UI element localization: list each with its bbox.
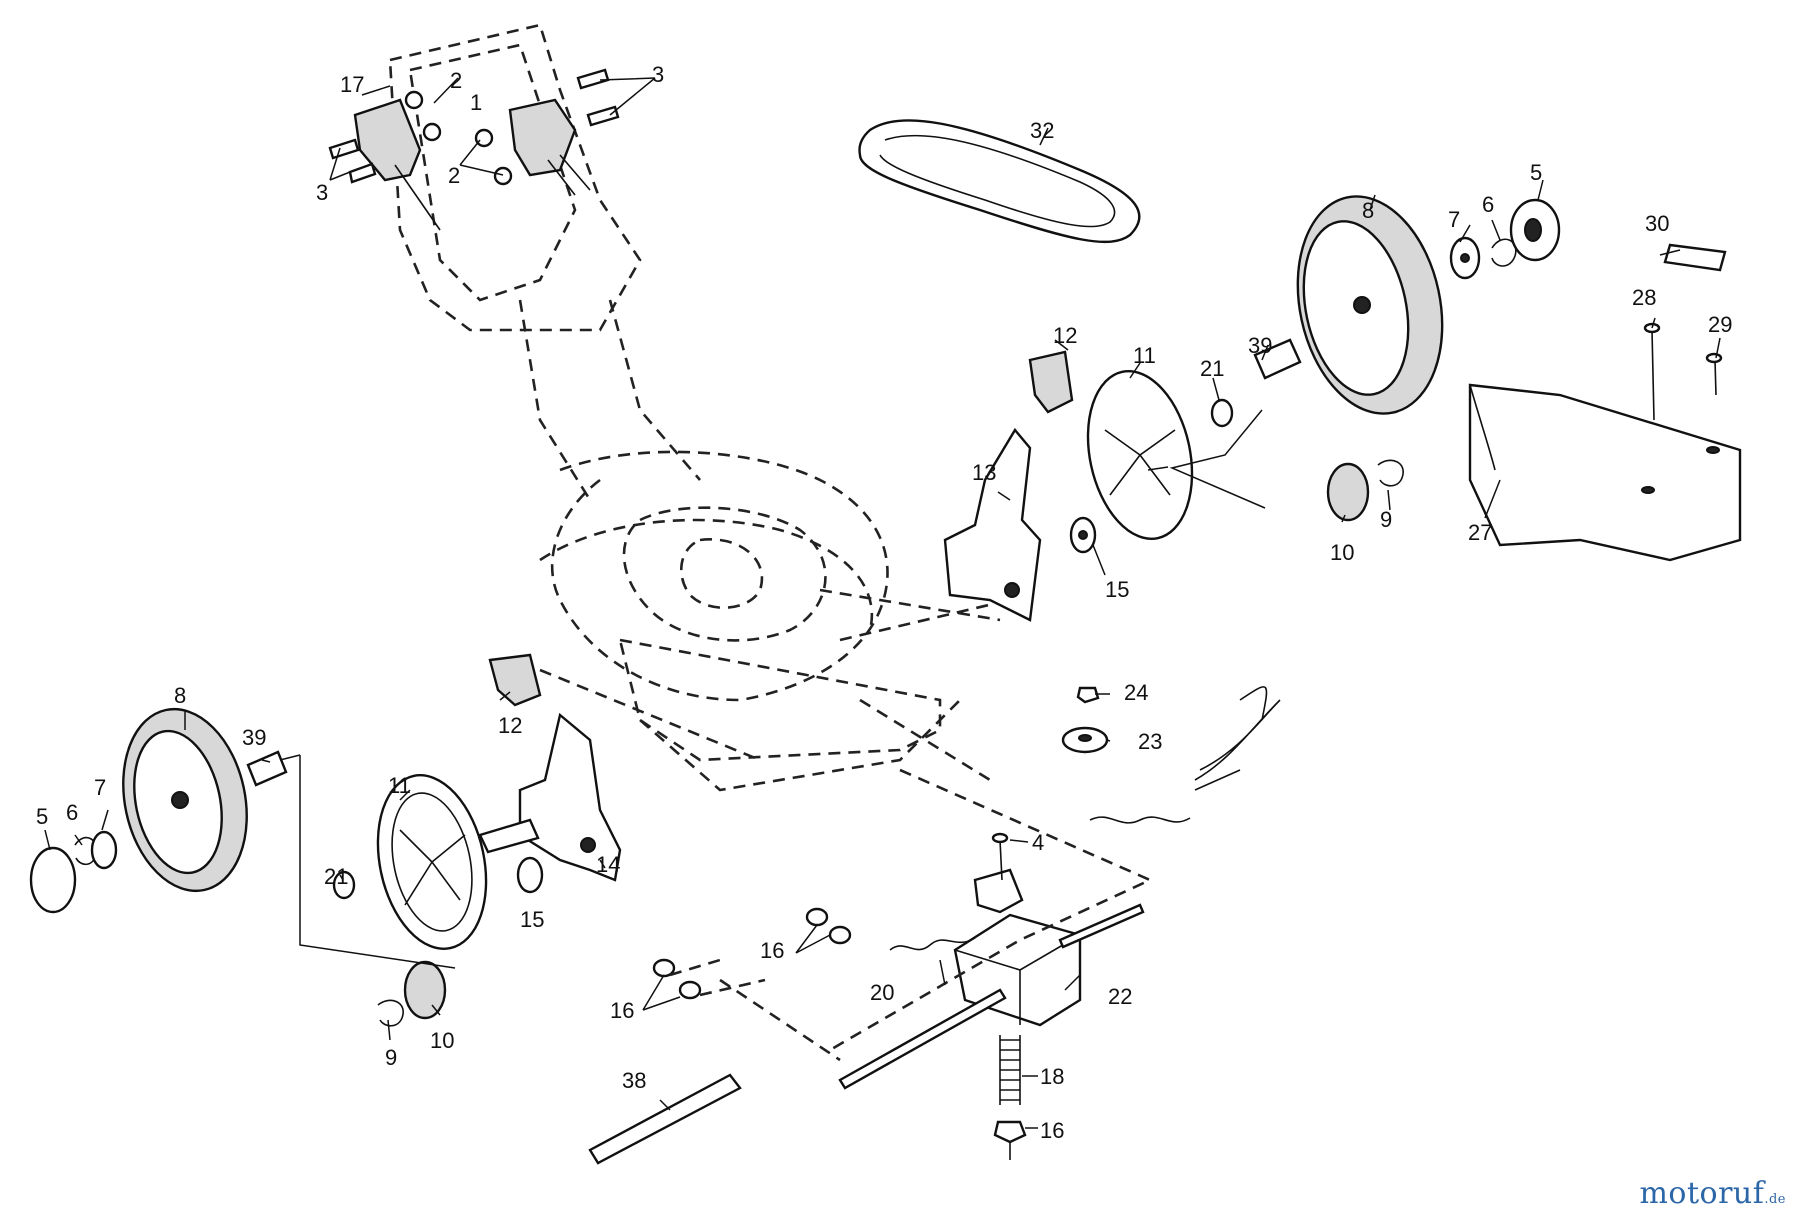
- small-washer-right: [1210, 398, 1234, 428]
- callout-1: 1: [470, 90, 482, 115]
- drive-disc-left: [376, 774, 488, 950]
- watermark-suffix: .de: [1764, 1192, 1786, 1207]
- bushing-left: [246, 750, 288, 787]
- washer-left: [90, 830, 118, 870]
- hex-nut-bottom: [993, 1120, 1027, 1160]
- pawl-left: [377, 999, 404, 1027]
- pinion-gear-right: [1326, 462, 1370, 522]
- hubcap-right: [1509, 198, 1561, 262]
- bolt-4: [991, 832, 1009, 881]
- pinion-gear-left: [403, 960, 447, 1020]
- callout-30: 30: [1645, 211, 1669, 236]
- callout-39a: 39: [1248, 333, 1272, 358]
- callout-10a: 10: [1330, 540, 1354, 565]
- callout-3b: 3: [316, 180, 328, 205]
- bushing-right: [1253, 338, 1302, 380]
- callout-22: 22: [1108, 984, 1132, 1009]
- callout-12a: 12: [1053, 323, 1077, 348]
- callout-11a: 11: [1133, 343, 1156, 368]
- callout-18: 18: [1040, 1064, 1064, 1089]
- callout-7a: 7: [1448, 207, 1460, 232]
- pulley: [1061, 726, 1109, 754]
- rod-38: [588, 1073, 742, 1165]
- pawl-right: [1377, 459, 1404, 487]
- callout-17: 17: [340, 72, 364, 97]
- callout-2a: 2: [450, 68, 462, 93]
- height-adjust-bracket-left: [478, 712, 622, 882]
- drive-disc-right: [1086, 370, 1194, 540]
- callout-16c: 16: [1040, 1118, 1064, 1143]
- callout-11b: 11: [388, 773, 411, 798]
- callout-29: 29: [1708, 312, 1732, 337]
- rear-flap: [1468, 383, 1742, 562]
- drive-belt: [858, 119, 1141, 244]
- hubcap-left: [29, 846, 77, 914]
- watermark-logo: motoruf.de: [1639, 1176, 1786, 1211]
- callout-39b: 39: [242, 725, 266, 750]
- callout-7b: 7: [94, 775, 106, 800]
- callout-28: 28: [1632, 285, 1656, 310]
- handle-bracket-right: [474, 68, 620, 196]
- control-cable: [1194, 686, 1281, 781]
- compression-spring: [999, 1035, 1021, 1105]
- callout-6a: 6: [1482, 192, 1494, 217]
- callout-5a: 5: [1530, 160, 1542, 185]
- callout-16a: 16: [760, 938, 784, 963]
- callout-5b: 5: [36, 804, 48, 829]
- washer-right: [1449, 236, 1481, 280]
- callout-4: 4: [1032, 830, 1044, 855]
- callout-12b: 12: [498, 713, 522, 738]
- drive-axle: [838, 903, 1145, 1090]
- callout-21b: 21: [324, 864, 348, 889]
- bearing-right: [1069, 516, 1097, 554]
- callout-21a: 21: [1200, 356, 1224, 381]
- rear-wheel-left: [122, 707, 248, 893]
- extension-spring-lower: [889, 937, 976, 951]
- extension-spring-upper: [1089, 769, 1241, 824]
- handle-bracket-left: [328, 90, 442, 231]
- callout-16b: 16: [610, 998, 634, 1023]
- callout-9b: 9: [385, 1045, 397, 1070]
- callout-8a: 8: [1362, 198, 1374, 223]
- thumb-knob-right: [1028, 350, 1074, 414]
- callout-32: 32: [1030, 118, 1054, 143]
- assembly-lines: [279, 409, 1266, 1062]
- screw-long: [1643, 322, 1661, 421]
- bearing-left: [516, 856, 544, 894]
- callout-9a: 9: [1380, 507, 1392, 532]
- pulley-nut: [1076, 686, 1100, 704]
- callout-20: 20: [870, 980, 894, 1005]
- callout-6b: 6: [66, 800, 78, 825]
- hex-nuts-deck: [652, 907, 852, 1000]
- callout-27: 27: [1468, 520, 1492, 545]
- callout-38: 38: [622, 1068, 646, 1093]
- callout-15b: 15: [520, 907, 544, 932]
- callout-10b: 10: [430, 1028, 454, 1053]
- transmission-mount-bracket: [973, 868, 1024, 914]
- callout-23: 23: [1138, 729, 1162, 754]
- decal: [1663, 243, 1727, 272]
- leader-lines: [44, 77, 1721, 1129]
- callout-14: 14: [596, 852, 620, 877]
- callout-13: 13: [972, 460, 996, 485]
- callout-3a: 3: [652, 62, 664, 87]
- height-adjust-bracket-right: [943, 427, 1042, 622]
- watermark-main: motoruf: [1639, 1176, 1765, 1211]
- small-washer-left: [332, 870, 356, 900]
- callout-2b: 2: [448, 163, 460, 188]
- callout-8b: 8: [174, 683, 186, 708]
- hairpin-clip-right: [1491, 238, 1517, 267]
- callout-24: 24: [1124, 680, 1148, 705]
- callout-15a: 15: [1105, 577, 1129, 602]
- screw-short: [1705, 352, 1723, 396]
- rear-wheel-right: [1296, 195, 1444, 415]
- callout-labels: 17 2 1 2 3 3 32 8 7 6 5 30 28 29 12 11 2…: [36, 62, 1732, 1143]
- thumb-knob-left: [488, 653, 542, 707]
- mower-body-outline: [388, 23, 1011, 792]
